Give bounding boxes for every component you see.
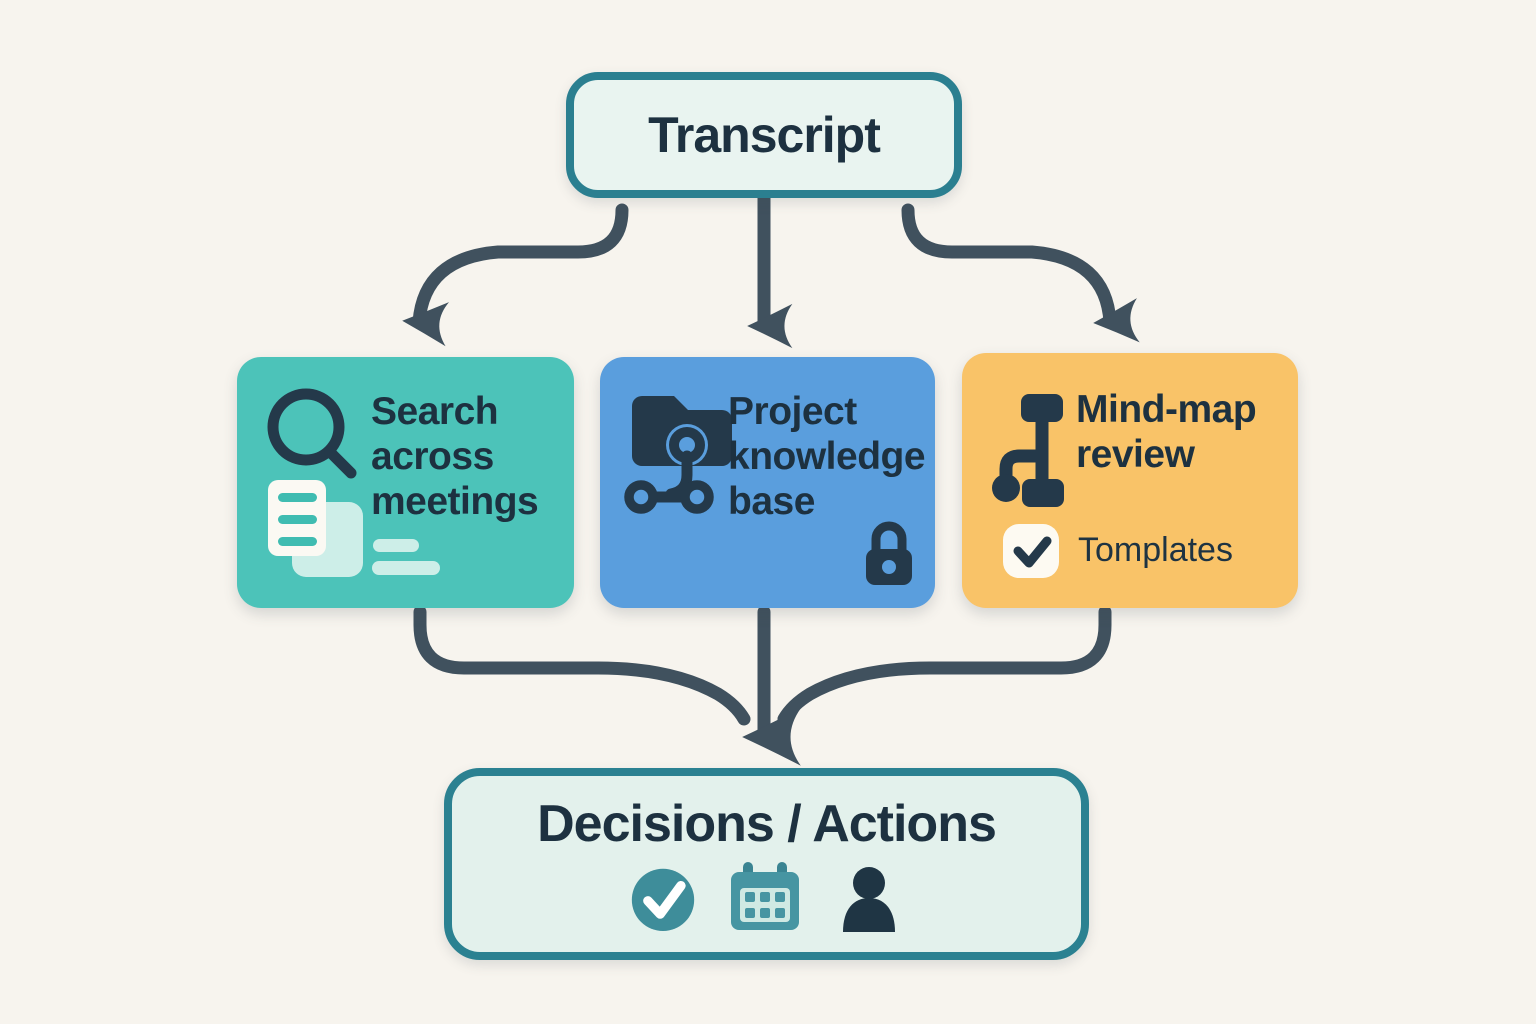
arrow-transcript-to-mindmap [901, 203, 1140, 343]
mindmap-node-label: Mind-map review [1076, 388, 1257, 476]
folder-graph-icon [624, 396, 732, 514]
arrow-mindmap-to-decisions [777, 605, 1112, 726]
lock-icon [866, 521, 912, 585]
templates-badge-label: Tomplates [1078, 531, 1233, 569]
text-lines-icon [372, 539, 440, 575]
person-icon [842, 867, 895, 932]
documents-icon [268, 480, 363, 577]
tree-icon [992, 394, 1064, 507]
node-transcript: Transcript [566, 72, 962, 198]
arrow-search-to-decisions [413, 605, 751, 726]
calendar-icon [730, 862, 799, 930]
node-search-across-meetings: Search across meetings [237, 357, 574, 608]
search-node-label: Search across meetings [371, 390, 539, 523]
knowledge-node-label: Project knowledge base [728, 390, 926, 523]
node-mind-map-review: Mind-map review Tomplates [962, 353, 1298, 608]
search-icon [267, 388, 357, 479]
node-decisions-actions: Decisions / Actions [444, 768, 1089, 960]
decisions-label: Decisions / Actions [537, 795, 997, 853]
arrow-transcript-to-search [402, 203, 629, 347]
search-node-icons [267, 388, 440, 577]
decision-icons-row [629, 860, 905, 934]
node-project-knowledge-base: Project knowledge base [600, 357, 935, 608]
mindmap-node-icons [992, 394, 1064, 578]
knowledge-node-icons [624, 396, 912, 585]
transcript-label: Transcript [648, 107, 881, 163]
checkbox-icon [1003, 524, 1059, 578]
check-circle-icon [631, 868, 694, 932]
